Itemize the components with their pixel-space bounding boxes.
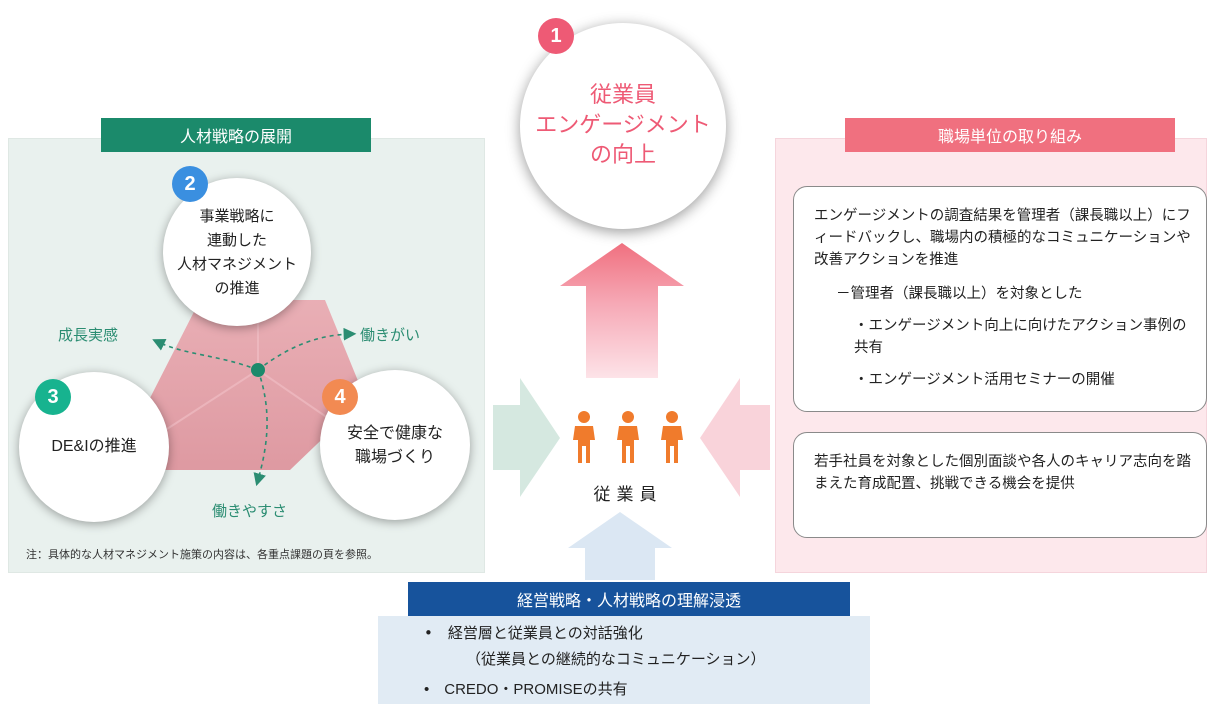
box1-item-2: ・エンゲージメント活用セミナーの開催	[854, 372, 1115, 388]
up-arrow	[560, 243, 684, 378]
node-4-circle: 安全で健康な 職場づくり	[320, 370, 470, 520]
bottom-panel-title: 経営戦略・人材戦略の理解浸透	[408, 582, 850, 616]
ease-label: 働きやすさ	[212, 502, 288, 520]
up-small-arrow	[568, 512, 672, 580]
node-1-badge: 1	[538, 18, 574, 54]
box1-paragraph: エンゲージメントの調査結果を管理者（課長職以上）にフィードバックし、職場内の積極…	[814, 208, 1191, 268]
bottom-bullet-1-sub: （従業員との継続的なコミュニケーション）	[466, 650, 766, 668]
node-1-text: 従業員 エンゲージメント の向上	[535, 83, 711, 168]
growth-arrow	[152, 339, 259, 371]
left-panel-title: 人材戦略の展開	[101, 118, 371, 152]
bottom-panel: • 経営層と従業員との対話強化 （従業員との継続的なコミュニケーション） • C…	[378, 616, 870, 704]
node-2-badge: 2	[172, 166, 208, 202]
worth-label: 働きがい	[360, 326, 421, 344]
person-icon	[573, 411, 595, 463]
person-icon	[617, 411, 639, 463]
left-pointing-arrow	[700, 378, 770, 497]
initiative-box-2: 若手社員を対象とした個別面談や各人のキャリア志向を踏まえた育成配置、挑戦できる機…	[793, 432, 1207, 538]
center-dot	[251, 363, 265, 377]
person-icon	[661, 411, 683, 463]
employees-icons	[573, 411, 683, 463]
node-4-badge: 4	[322, 379, 358, 415]
bottom-bullet-2: • CREDO・PROMISEの共有	[424, 681, 628, 698]
ease-arrow	[253, 369, 268, 487]
growth-label: 成長実感	[58, 326, 119, 344]
footnote: 注：具体的な人材マネジメント施策の内容は、各重点課題の頁を参照。	[26, 548, 378, 561]
right-pointing-arrow	[493, 378, 560, 497]
bottom-bullet-1: • 経営層と従業員との対話強化	[424, 624, 643, 642]
initiative-box-1: エンゲージメントの調査結果を管理者（課長職以上）にフィードバックし、職場内の積極…	[793, 186, 1207, 412]
worth-arrow	[257, 327, 357, 371]
box1-item-1: ・エンゲージメント向上に向けたアクション事例の共有	[854, 318, 1187, 356]
right-panel-title: 職場単位の取り組み	[845, 118, 1175, 152]
node-3-badge: 3	[35, 379, 71, 415]
connection-triangle	[120, 300, 365, 470]
employees-label: 従業員	[593, 485, 663, 505]
node-2-text: 事業戦略に 連動した 人材マネジメント の推進	[176, 207, 297, 297]
box2-text: 若手社員を対象とした個別面談や各人のキャリア志向を踏まえた育成配置、挑戦できる機…	[814, 454, 1191, 492]
node-1-circle: 従業員 エンゲージメント の向上	[520, 23, 726, 229]
node-4-text: 安全で健康な 職場づくり	[346, 423, 443, 466]
node-2-circle: 事業戦略に 連動した 人材マネジメント の推進	[163, 178, 311, 326]
box1-subheading: －管理者（課長職以上）を対象とした	[836, 286, 1083, 302]
node-3-text: DE&Iの推進	[51, 438, 137, 455]
